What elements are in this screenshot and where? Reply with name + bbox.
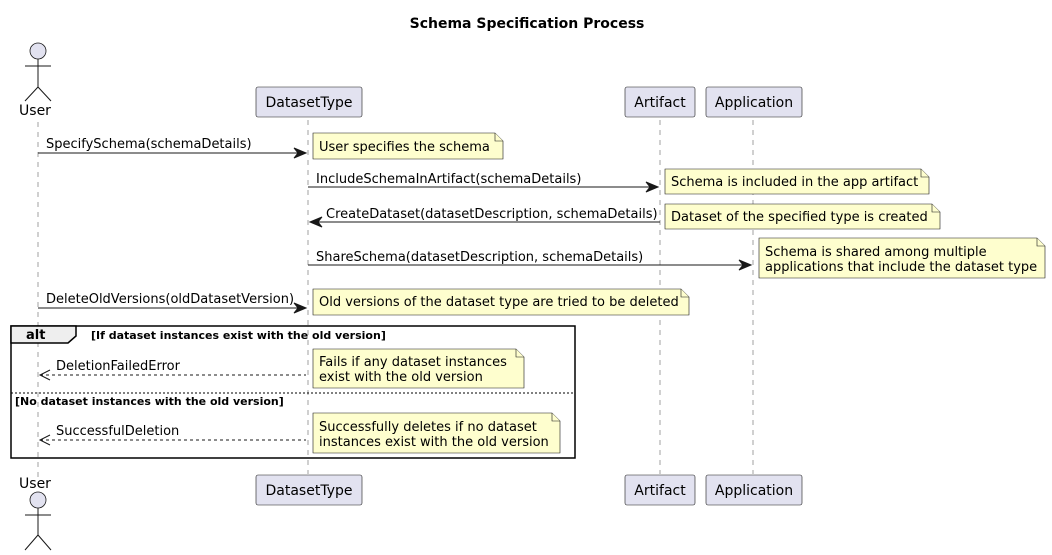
actor-user-top: User — [19, 42, 52, 119]
svg-text:Schema is shared among multipl: Schema is shared among multiple — [765, 245, 987, 260]
participant-label-datasettype: DatasetType — [266, 483, 353, 499]
message-successful-deletion: SuccessfulDeletion — [38, 424, 306, 446]
alt-condition-2: [No dataset instances with the old versi… — [15, 395, 284, 408]
alt-condition-1: [If dataset instances exist with the old… — [91, 329, 386, 342]
participant-application-top: Application — [705, 86, 803, 118]
diagram-title: Schema Specification Process — [410, 16, 645, 32]
participant-datasettype-bottom: DatasetType — [255, 474, 363, 506]
participant-label-datasettype: DatasetType — [266, 95, 353, 111]
message-create-dataset: CreateDataset(datasetDescription, schema… — [308, 207, 660, 228]
svg-text:applications that include the: applications that include the dataset ty… — [765, 260, 1037, 275]
message-specify-schema: SpecifySchema(schemaDetails) — [38, 137, 308, 159]
svg-text:exist with the old version: exist with the old version — [319, 370, 483, 385]
message-include-schema: IncludeSchemaInArtifact(schemaDetails) — [308, 172, 660, 193]
note-2: Schema is included in the app artifact — [664, 168, 930, 195]
message-label: DeleteOldVersions(oldDatasetVersion) — [46, 292, 294, 307]
message-label: DeletionFailedError — [56, 359, 181, 374]
message-label: SuccessfulDeletion — [56, 424, 179, 439]
note-7: Successfully deletes if no dataset insta… — [312, 412, 561, 454]
svg-text:Schema is included in the app: Schema is included in the app artifact — [671, 175, 918, 190]
svg-text:Dataset of the specified type: Dataset of the specified type is created — [671, 210, 928, 225]
message-label: ShareSchema(datasetDescription, schemaDe… — [316, 250, 643, 265]
actor-user-bottom: User — [19, 476, 52, 551]
svg-text:Fails if any dataset instances: Fails if any dataset instances — [319, 355, 507, 370]
note-6: Fails if any dataset instances exist wit… — [312, 348, 525, 389]
participant-artifact-bottom: Artifact — [624, 474, 696, 506]
participant-label-user: User — [19, 476, 51, 492]
message-label: CreateDataset(datasetDescription, schema… — [326, 207, 658, 222]
note-5: Old versions of the dataset type are tri… — [312, 288, 690, 316]
actor-head-icon — [29, 42, 47, 60]
participant-label-application: Application — [715, 483, 793, 499]
note-3: Dataset of the specified type is created — [664, 203, 941, 230]
actor-head-icon — [29, 491, 47, 509]
participant-datasettype-top: DatasetType — [255, 86, 363, 118]
alt-keyword: alt — [26, 328, 45, 343]
actor-body-icon — [24, 508, 52, 551]
note-4: Schema is shared among multiple applicat… — [758, 237, 1046, 279]
message-deletion-failed: DeletionFailedError — [38, 359, 306, 381]
alt-frame: alt [If dataset instances exist with the… — [10, 325, 576, 459]
participant-label-artifact: Artifact — [634, 483, 686, 499]
message-label: IncludeSchemaInArtifact(schemaDetails) — [316, 172, 581, 187]
participant-application-bottom: Application — [705, 474, 803, 506]
message-delete-old-versions: DeleteOldVersions(oldDatasetVersion) — [38, 292, 308, 314]
message-label: SpecifySchema(schemaDetails) — [46, 137, 252, 152]
participant-label-artifact: Artifact — [634, 95, 686, 111]
participant-artifact-top: Artifact — [624, 86, 696, 118]
svg-text:instances exist with the old v: instances exist with the old version — [319, 435, 549, 450]
svg-text:Old versions of the dataset ty: Old versions of the dataset type are tri… — [319, 295, 679, 310]
participant-label-application: Application — [715, 95, 793, 111]
svg-text:User specifies the schema: User specifies the schema — [319, 140, 490, 155]
participant-label-user: User — [19, 103, 51, 119]
svg-text:Successfully deletes if no dat: Successfully deletes if no dataset — [319, 420, 537, 435]
message-share-schema: ShareSchema(datasetDescription, schemaDe… — [308, 250, 753, 271]
actor-body-icon — [24, 59, 52, 102]
note-1: User specifies the schema — [312, 132, 504, 160]
